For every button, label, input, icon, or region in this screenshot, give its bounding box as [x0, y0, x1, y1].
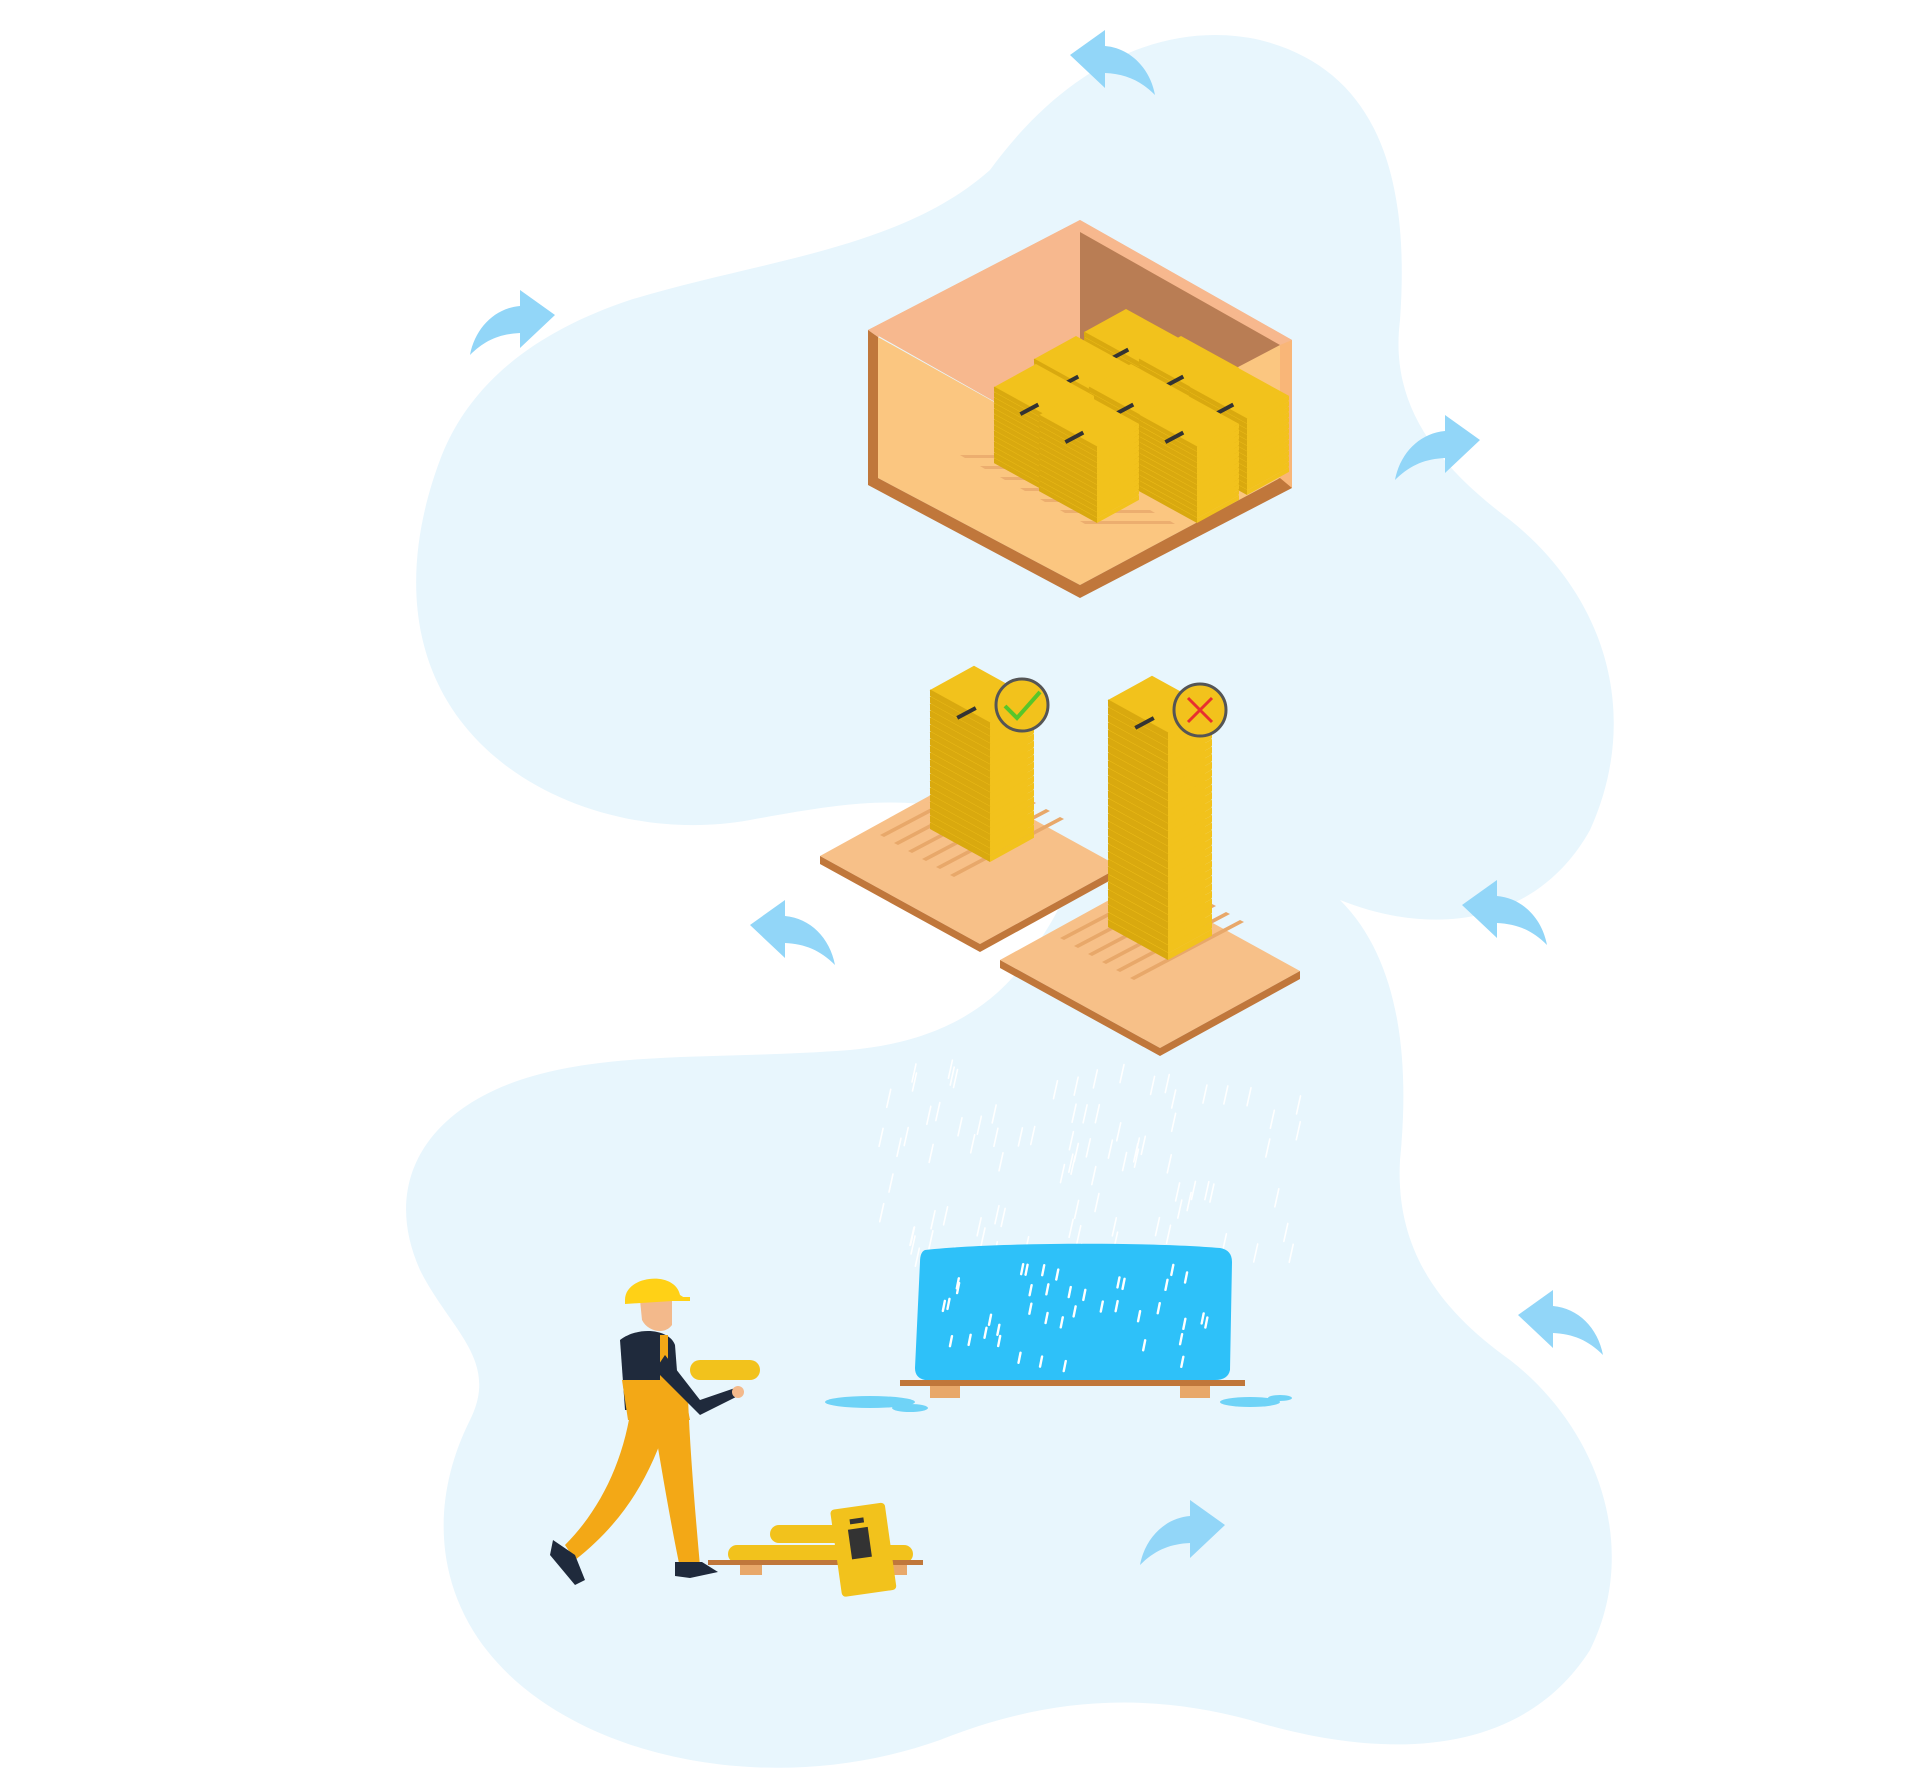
room-base-right — [1080, 478, 1292, 598]
tarp-raindrops — [941, 1262, 1209, 1373]
pallet-leg — [930, 1386, 960, 1398]
floor-plank — [708, 1560, 923, 1565]
fallen-bags — [708, 1502, 923, 1597]
checkmark-icon — [994, 677, 1050, 733]
airflow-arrows — [470, 30, 1603, 1565]
indoor-storage-room — [868, 220, 1292, 598]
raindrop-icon — [878, 1059, 1302, 1268]
correct-stack — [929, 665, 1034, 862]
curved-arrow-icon — [1462, 880, 1547, 945]
bag-handling-scene — [550, 1278, 923, 1597]
room-wall-left — [868, 220, 1080, 337]
curved-arrow-icon — [750, 900, 835, 965]
curved-arrow-icon — [1518, 1290, 1603, 1355]
curved-arrow-icon — [470, 290, 555, 355]
curved-arrow-icon — [1395, 415, 1480, 480]
worker-figure — [550, 1278, 760, 1585]
tarp-pallet — [900, 1380, 1245, 1386]
curved-arrow-icon — [1140, 1500, 1225, 1565]
room-bag-stacks — [993, 309, 1289, 523]
rain-protection-scene — [825, 1059, 1302, 1412]
stack-height-comparison — [820, 665, 1300, 1056]
water-puddles — [825, 1395, 1292, 1412]
background-blob — [406, 35, 1614, 1768]
pallet-leg — [1180, 1386, 1210, 1398]
cross-icon — [1172, 682, 1228, 738]
curved-arrow-icon — [1070, 30, 1155, 95]
